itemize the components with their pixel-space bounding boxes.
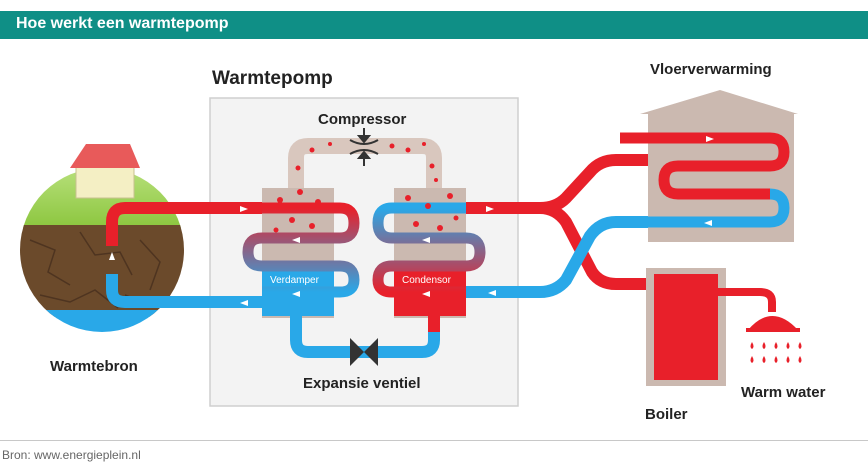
floor-heating-coil-hot [620, 132, 790, 200]
compressor-pipe [288, 138, 442, 188]
boiler-tank [654, 274, 718, 380]
cold-return-pipe [466, 216, 660, 298]
house-icon [70, 144, 140, 199]
arrow-left-icon [292, 291, 300, 297]
evaporator-bubbles [273, 189, 321, 233]
boiler-output-pipe [718, 288, 776, 312]
arrow-left-icon [488, 290, 496, 296]
condenser-label: Condensor [402, 275, 452, 286]
shower-icon [746, 316, 802, 363]
header-bar [0, 11, 868, 39]
floor-heating-coil-cold [620, 188, 790, 228]
source-credit: Bron: www.energieplein.nl [2, 448, 141, 462]
flow-arrows [109, 136, 714, 306]
expansion-valve-label: Expansie ventiel [303, 375, 421, 392]
arrow-left-icon [422, 237, 430, 243]
page-title: Hoe werkt een warmtepomp [16, 15, 229, 32]
footer-divider [0, 440, 868, 441]
condenser-bubbles [405, 193, 459, 231]
compressor-label: Compressor [318, 111, 407, 128]
floor-heating-label: Vloerverwarming [650, 61, 772, 78]
arrow-left-icon [292, 237, 300, 243]
valve-icon [350, 338, 378, 366]
compressor-bubbles [295, 142, 438, 182]
heat-pump-diagram: Warmtepomp Warmtebron Verdamper Condenso… [20, 61, 826, 423]
ground-loop-hot [106, 202, 262, 246]
evaporator-coil [242, 202, 360, 298]
ground-loop-cold [106, 274, 262, 308]
arrow-right-icon [240, 206, 248, 212]
evaporator-label: Verdamper [270, 275, 320, 286]
compressor-icon [349, 128, 379, 166]
condenser-coil [372, 202, 486, 298]
arrow-left-icon [240, 300, 248, 306]
expansion-loop-hot-end [428, 316, 440, 332]
arrow-left-icon [704, 220, 712, 226]
floor-heating-roof [640, 90, 798, 114]
arrow-left-icon [422, 291, 430, 297]
hot-to-boiler-pipe [539, 202, 660, 290]
arrow-right-icon [706, 136, 714, 142]
boiler-label: Boiler [645, 406, 688, 423]
arrow-up-icon [109, 252, 115, 260]
arrow-right-icon [486, 206, 494, 212]
heat-pump-title: Warmtepomp [212, 68, 333, 89]
warm-water-label: Warm water [741, 384, 826, 401]
heat-source-label: Warmtebron [50, 358, 138, 375]
